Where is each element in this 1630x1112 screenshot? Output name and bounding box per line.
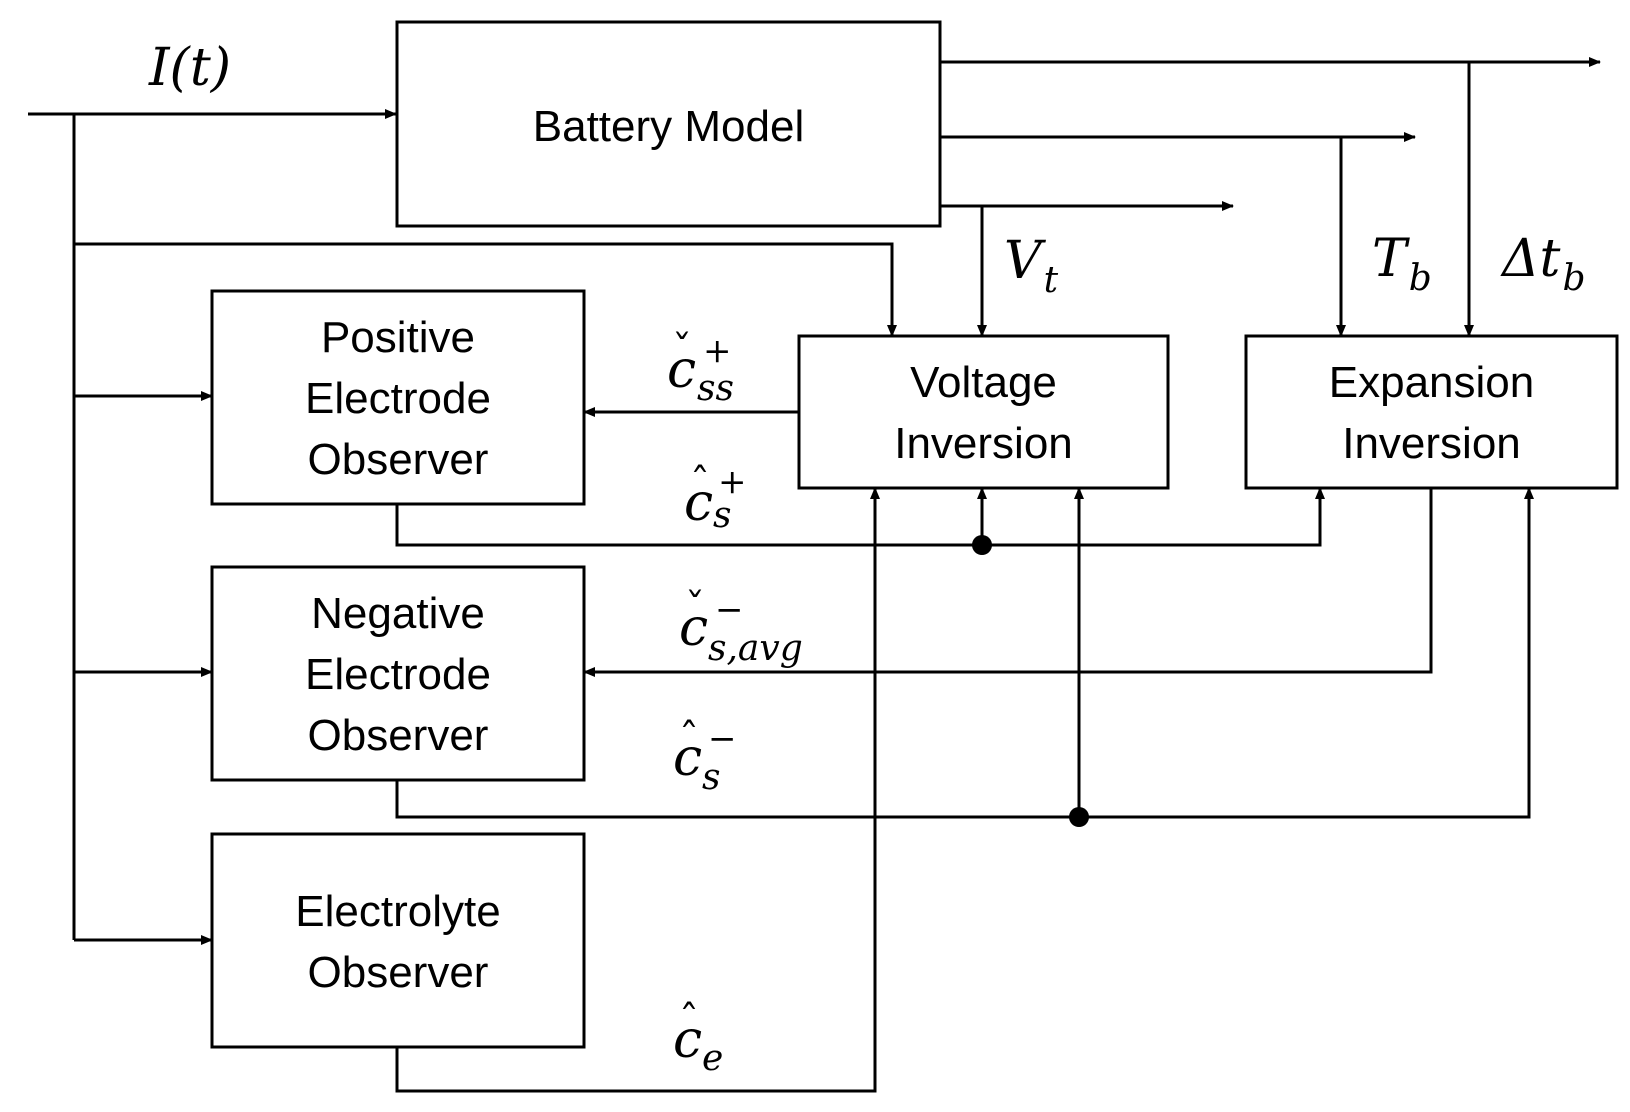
junction-dot-cs-plus xyxy=(972,535,992,555)
negative-observer-label-line1: Negative xyxy=(311,589,485,638)
voltage-label-base: V xyxy=(1004,231,1046,291)
voltage-inversion-block: Voltage Inversion xyxy=(797,334,1170,490)
expansion-inversion-block: Expansion Inversion xyxy=(1244,334,1619,490)
negative-electrode-observer-block: Negative Electrode Observer xyxy=(210,565,586,782)
cs-avg-minus-accent: ˇ xyxy=(685,586,705,632)
temperature-label-base: T xyxy=(1372,229,1410,289)
cs-minus-hat-sub: s xyxy=(702,757,720,798)
css-plus-accent: ˇ xyxy=(672,328,692,374)
cs-plus-hat-label: ˆ c + s xyxy=(684,461,747,536)
electrolyte-observer-label-line2: Observer xyxy=(308,948,489,997)
cs-plus-hat-sup: + xyxy=(718,462,747,502)
css-plus-label: ˇ c + ss xyxy=(667,328,734,409)
css-plus-sup: + xyxy=(703,331,732,371)
temperature-label: Tb xyxy=(1372,229,1432,299)
wire-current-to-voltage-inversion xyxy=(74,242,897,337)
voltage-inversion-label-line1: Voltage xyxy=(910,358,1057,407)
cs-plus-hat-accent: ˆ xyxy=(690,461,710,507)
ce-hat-base: c xyxy=(673,1010,702,1070)
expansion-inversion-label-line2: Inversion xyxy=(1342,419,1521,468)
electrolyte-observer-block: Electrolyte Observer xyxy=(210,832,586,1049)
cs-avg-minus-base: c xyxy=(679,598,708,658)
wire-ce-hat-to-voltage xyxy=(395,487,880,1093)
cs-plus-hat-base: c xyxy=(684,473,713,533)
expansion-label-sub: b xyxy=(1562,258,1585,299)
css-plus-sub: ss xyxy=(697,368,734,409)
ce-hat-sub: e xyxy=(702,1038,723,1079)
cs-minus-hat-base: c xyxy=(673,728,702,788)
voltage-inversion-label-line2: Inversion xyxy=(894,419,1073,468)
junction-dot-cs-minus xyxy=(1069,807,1089,827)
current-label: I(t) xyxy=(148,38,231,98)
cs-avg-minus-label: ˇ c − s,avg xyxy=(679,586,803,669)
battery-model-label: Battery Model xyxy=(533,102,804,151)
negative-observer-label-line3: Observer xyxy=(308,711,489,760)
cs-plus-hat-sub: s xyxy=(713,495,731,536)
expansion-inversion-label-line1: Expansion xyxy=(1329,358,1534,407)
wire-cs-minus-hat xyxy=(395,487,1534,819)
wire-cs-plus-hat xyxy=(395,487,1325,547)
ce-hat-accent: ˆ xyxy=(679,998,699,1044)
css-plus-base: c xyxy=(667,340,696,400)
voltage-label: Vt xyxy=(1004,231,1059,301)
cs-avg-minus-sub: s,avg xyxy=(708,628,803,669)
wire-cs-avg-minus-to-negative xyxy=(583,488,1433,677)
voltage-label-sub: t xyxy=(1044,260,1059,301)
expansion-label-base: Δt xyxy=(1500,229,1561,289)
cs-minus-hat-label: ˆ c − s xyxy=(673,716,737,798)
positive-observer-label-line2: Electrode xyxy=(305,374,491,423)
cs-minus-hat-accent: ˆ xyxy=(679,716,699,762)
negative-observer-label-line2: Electrode xyxy=(305,650,491,699)
positive-electrode-observer-block: Positive Electrode Observer xyxy=(210,289,586,506)
temperature-label-sub: b xyxy=(1409,258,1432,299)
battery-model-block: Battery Model xyxy=(395,20,942,228)
expansion-label: Δtb xyxy=(1500,229,1586,299)
wires xyxy=(28,57,1601,1093)
positive-observer-label-line1: Positive xyxy=(321,313,475,362)
electrolyte-observer-label-line1: Electrolyte xyxy=(295,887,500,936)
positive-observer-label-line3: Observer xyxy=(308,435,489,484)
signal-labels: I(t) Vt Tb Δtb ˇ c + ss ˆ c + s ˇ xyxy=(148,38,1586,1079)
ce-hat-label: ˆ c e xyxy=(673,998,723,1079)
cs-minus-hat-sup: − xyxy=(708,719,737,759)
cs-avg-minus-sup: − xyxy=(715,590,744,630)
